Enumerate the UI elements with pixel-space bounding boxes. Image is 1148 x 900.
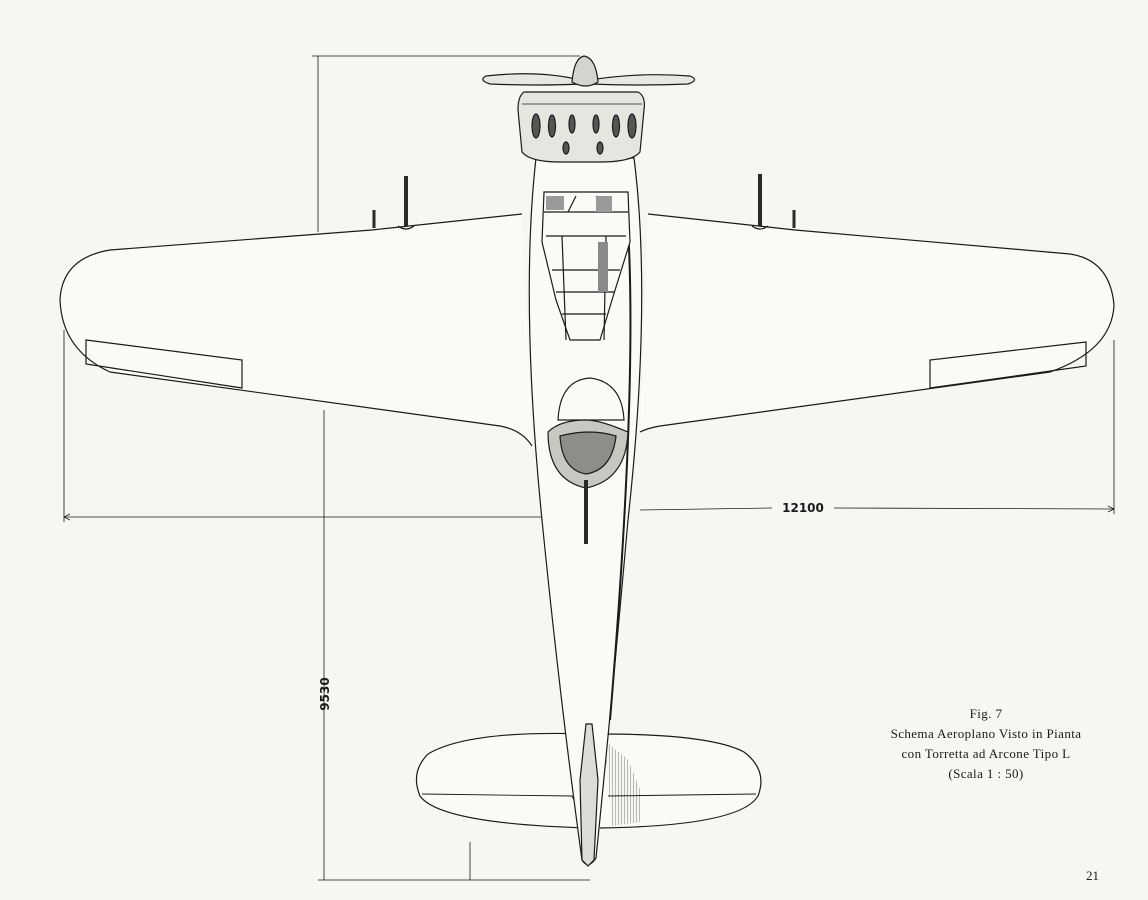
cockpit-canopy: [541, 191, 631, 341]
length-dimension: [312, 55, 590, 881]
wing-guns: [372, 174, 796, 230]
figure-title-line-2: con Torretta ad Arcone Tipo L: [901, 746, 1071, 761]
propeller: [482, 55, 696, 87]
length-label: 9530: [318, 677, 332, 710]
figure-caption: Fig. 7 Schema Aeroplano Visto in Pianta …: [846, 704, 1126, 784]
page-number: 21: [1086, 868, 1099, 883]
figure-label: Fig. 7: [969, 706, 1003, 721]
vertical-fin: [579, 723, 599, 867]
right-aileron: [929, 341, 1087, 389]
left-aileron: [85, 339, 243, 389]
stabilizer-shadow: [604, 740, 640, 826]
wingspan-dimension: [63, 330, 1115, 522]
main-wing: [59, 213, 1115, 447]
figure-scale: (Scala 1 : 50): [948, 766, 1024, 781]
wingspan-label: 12100: [782, 501, 824, 515]
engine-cowling: [517, 91, 645, 163]
figure-title-line-1: Schema Aeroplano Visto in Pianta: [890, 726, 1082, 741]
gun-turret: [547, 377, 629, 544]
fuselage-side-line: [609, 199, 632, 721]
